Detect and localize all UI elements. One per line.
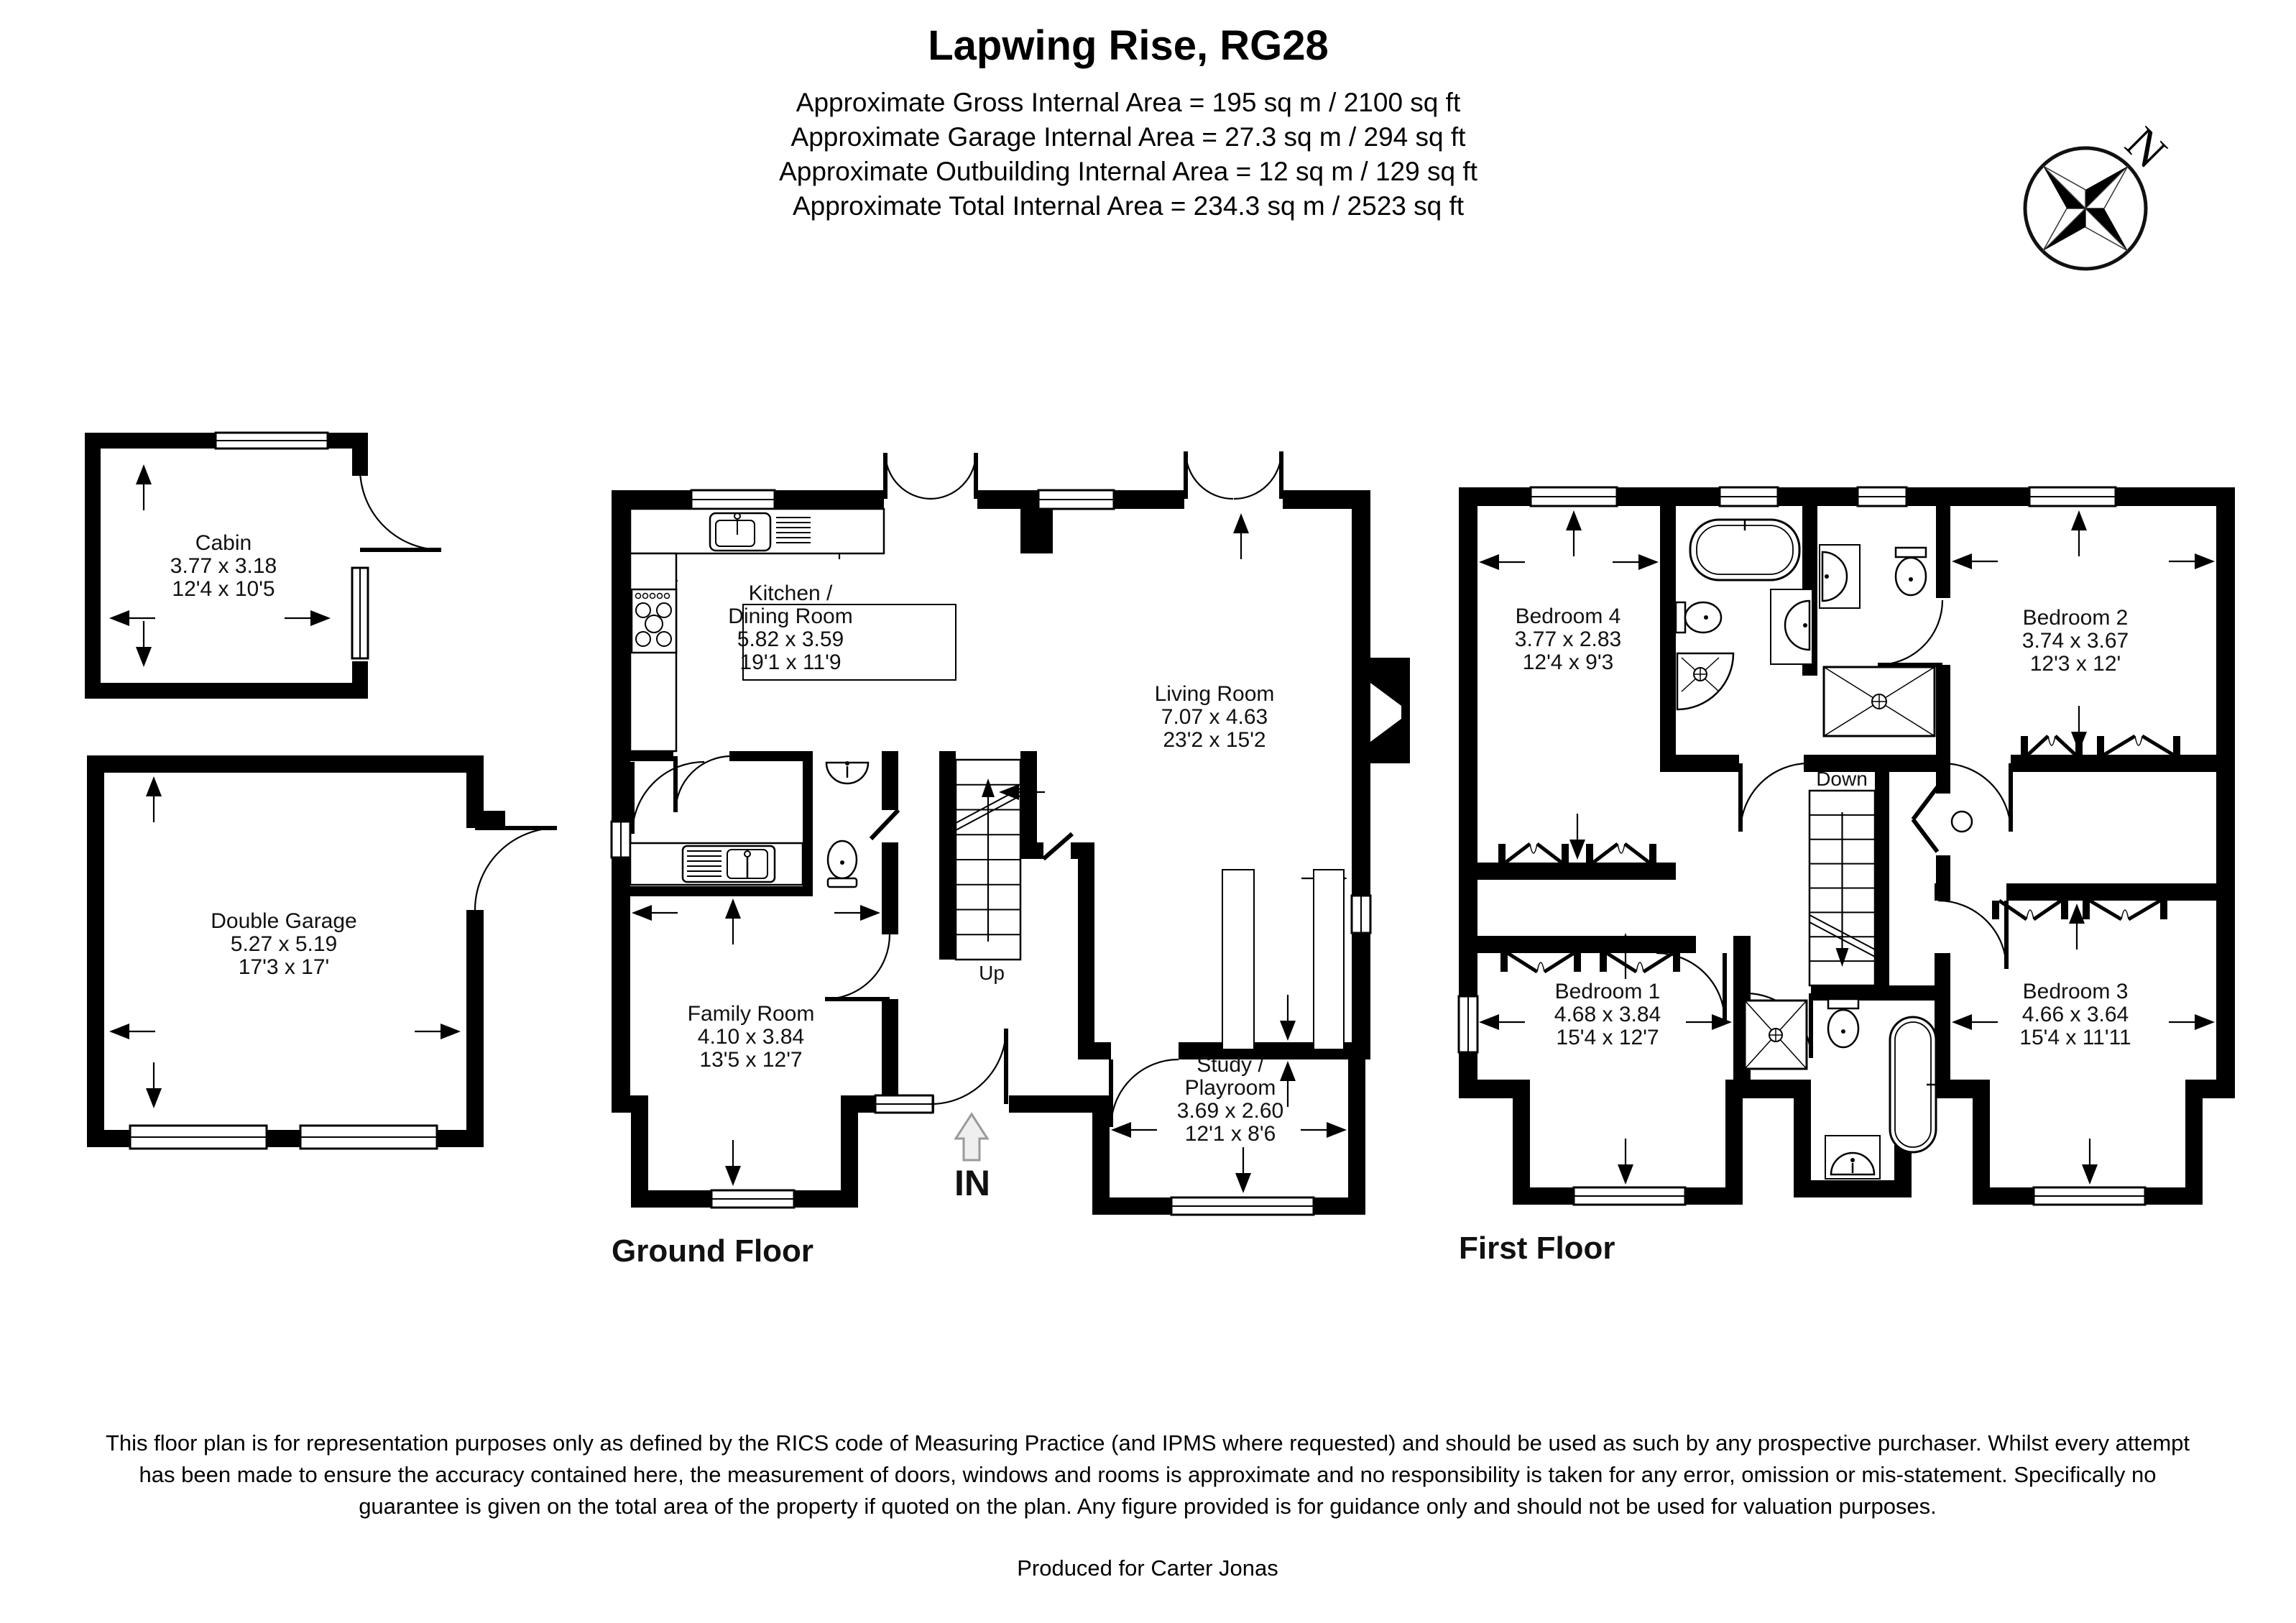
stairs-up-label: Up — [979, 962, 1005, 984]
familybath-bath-icon — [1889, 1016, 1937, 1154]
stairs — [954, 758, 1876, 987]
room-label-family-room: Family Room 4.10 x 3.84 13'5 x 12'7 — [687, 1002, 815, 1072]
dining-table — [742, 604, 956, 681]
entrance-in-label: IN — [954, 1163, 990, 1203]
wc-toilet-icon — [826, 840, 858, 888]
area-line-outbuilding: Approximate Outbuilding Internal Area = … — [779, 157, 1477, 186]
bathroom-toilet-icon — [1674, 601, 1723, 634]
room-label-bedroom2: Bedroom 2 3.74 x 3.67 12'3 x 12' — [2021, 606, 2129, 676]
room-label-cabin: Cabin 3.77 x 3.18 12'4 x 10'5 — [170, 531, 277, 601]
familybath-shower-icon — [1743, 999, 1808, 1070]
bathroom-corner-shower-icon — [1676, 652, 1735, 711]
area-line-garage: Approximate Garage Internal Area = 27.3 … — [790, 122, 1466, 152]
room-label-living-room: Living Room 7.07 x 4.63 23'2 x 15'2 — [1154, 682, 1275, 752]
ensuite-basin-icon — [1819, 544, 1861, 609]
first-floor-label: First Floor — [1459, 1231, 1615, 1266]
room-label-bedroom4: Bedroom 4 3.77 x 2.83 12'4 x 9'3 — [1514, 604, 1622, 674]
measurement-arrows — [109, 464, 2215, 1193]
room-label-bedroom1: Bedroom 1 4.68 x 3.84 15'4 x 12'7 — [1554, 980, 1661, 1049]
room-label-kitchen-dining: Kitchen / Dining Room 5.82 x 3.59 19'1 x… — [728, 581, 853, 674]
bathroom-basin-icon — [1770, 589, 1813, 665]
produced-for-text: Produced for Carter Jonas — [1017, 1555, 1278, 1581]
entrance-arrow-icon — [954, 1112, 990, 1162]
disclaimer-text: This floor plan is for representation pu… — [105, 1430, 2190, 1519]
ensuite-toilet-icon — [1894, 546, 1927, 597]
page-title: Lapwing Rise, RG28 — [928, 22, 1329, 69]
bathroom-bath-icon — [1689, 518, 1801, 581]
wc-basin-icon — [825, 761, 870, 785]
ground-floor-label: Ground Floor — [612, 1233, 814, 1269]
area-line-gross: Approximate Gross Internal Area = 195 sq… — [796, 88, 1461, 117]
utility-counter-sink-icon — [629, 842, 804, 886]
kitchen-sink-icon — [709, 512, 811, 552]
walls — [85, 433, 2235, 1215]
stove-icon — [630, 588, 678, 654]
ensuite-shower-icon — [1822, 666, 1936, 737]
compass-rose-icon — [2023, 146, 2148, 271]
windows — [129, 431, 2147, 1216]
area-line-total: Approximate Total Internal Area = 234.3 … — [792, 191, 1465, 221]
room-label-bedroom3: Bedroom 3 4.66 x 3.64 15'4 x 11'11 — [2019, 980, 2131, 1049]
airing-cupboard-icon — [1950, 810, 1973, 833]
familybath-toilet-icon — [1827, 998, 1860, 1049]
stairs-down-label: Down — [1816, 768, 1868, 790]
wardrobes — [1498, 734, 2180, 974]
living-room-radiators — [1222, 869, 1345, 1050]
room-label-double-garage: Double Garage 5.27 x 5.19 17'3 x 17' — [211, 909, 357, 979]
landing-basin-icon — [1825, 1135, 1881, 1180]
fireplace-recess — [1370, 683, 1401, 742]
room-label-study-playroom: Study / Playroom 3.69 x 2.60 12'1 x 8'6 — [1176, 1053, 1284, 1146]
